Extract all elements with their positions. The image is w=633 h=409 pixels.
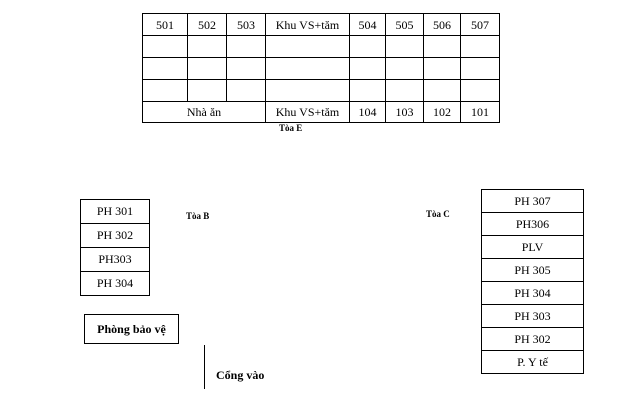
room-102: 102	[423, 101, 461, 123]
building-c-label: Tòa C	[426, 209, 450, 219]
restroom-lower: Khu VS+tăm	[265, 101, 350, 123]
room-ph307: PH 307	[482, 190, 583, 213]
room-ph301: PH 301	[81, 200, 149, 224]
grid-cell	[187, 57, 227, 80]
grid-cell	[226, 57, 266, 80]
room-ph306: PH306	[482, 213, 583, 236]
grid-cell	[460, 79, 500, 102]
room-104: 104	[349, 101, 386, 123]
room-504: 504	[349, 13, 386, 36]
grid-cell	[265, 79, 350, 102]
building-e-grid: 501 502 503 Khu VS+tăm 504 505 506 507 N…	[142, 13, 500, 123]
grid-cell	[142, 79, 188, 102]
room-507: 507	[460, 13, 500, 36]
room-503: 503	[226, 13, 266, 36]
restroom-upper: Khu VS+tăm	[265, 13, 350, 36]
grid-cell	[385, 35, 424, 58]
entrance-line	[204, 345, 205, 389]
room-502: 502	[187, 13, 227, 36]
grid-cell	[385, 57, 424, 80]
room-plv: PLV	[482, 236, 583, 259]
guard-room: Phòng bảo vệ	[84, 314, 179, 344]
room-ph303-c: PH 303	[482, 305, 583, 328]
grid-cell	[423, 57, 461, 80]
building-e-empty-row	[142, 57, 500, 80]
room-ph303: PH303	[81, 248, 149, 272]
grid-cell	[187, 79, 227, 102]
room-ph305: PH 305	[482, 259, 583, 282]
room-ph302: PH 302	[81, 224, 149, 248]
grid-cell	[423, 35, 461, 58]
building-e-top-row: 501 502 503 Khu VS+tăm 504 505 506 507	[142, 13, 500, 36]
building-e-empty-row	[142, 35, 500, 58]
room-505: 505	[385, 13, 424, 36]
building-e-bottom-row: Nhà ăn Khu VS+tăm 104 103 102 101	[142, 101, 500, 123]
dining-hall: Nhà ăn	[142, 101, 266, 123]
grid-cell	[226, 35, 266, 58]
grid-cell	[349, 35, 386, 58]
grid-cell	[265, 35, 350, 58]
grid-cell	[385, 79, 424, 102]
grid-cell	[460, 35, 500, 58]
building-b-label: Tòa B	[186, 211, 210, 221]
grid-cell	[187, 35, 227, 58]
room-103: 103	[385, 101, 424, 123]
grid-cell	[265, 57, 350, 80]
building-c-rooms: PH 307 PH306 PLV PH 305 PH 304 PH 303 PH…	[481, 189, 584, 374]
entrance-label: Cổng vào	[216, 368, 265, 382]
grid-cell	[142, 57, 188, 80]
grid-cell	[423, 79, 461, 102]
medical-room: P. Y tế	[482, 351, 583, 374]
room-506: 506	[423, 13, 461, 36]
grid-cell	[460, 57, 500, 80]
room-ph304: PH 304	[81, 272, 149, 296]
building-e-label: Tòa E	[279, 123, 303, 133]
building-e-empty-row	[142, 79, 500, 102]
grid-cell	[226, 79, 266, 102]
building-b-rooms: PH 301 PH 302 PH303 PH 304	[80, 199, 150, 296]
room-ph302-c: PH 302	[482, 328, 583, 351]
grid-cell	[349, 79, 386, 102]
grid-cell	[349, 57, 386, 80]
room-501: 501	[142, 13, 188, 36]
room-ph304-c: PH 304	[482, 282, 583, 305]
room-101: 101	[460, 101, 500, 123]
grid-cell	[142, 35, 188, 58]
